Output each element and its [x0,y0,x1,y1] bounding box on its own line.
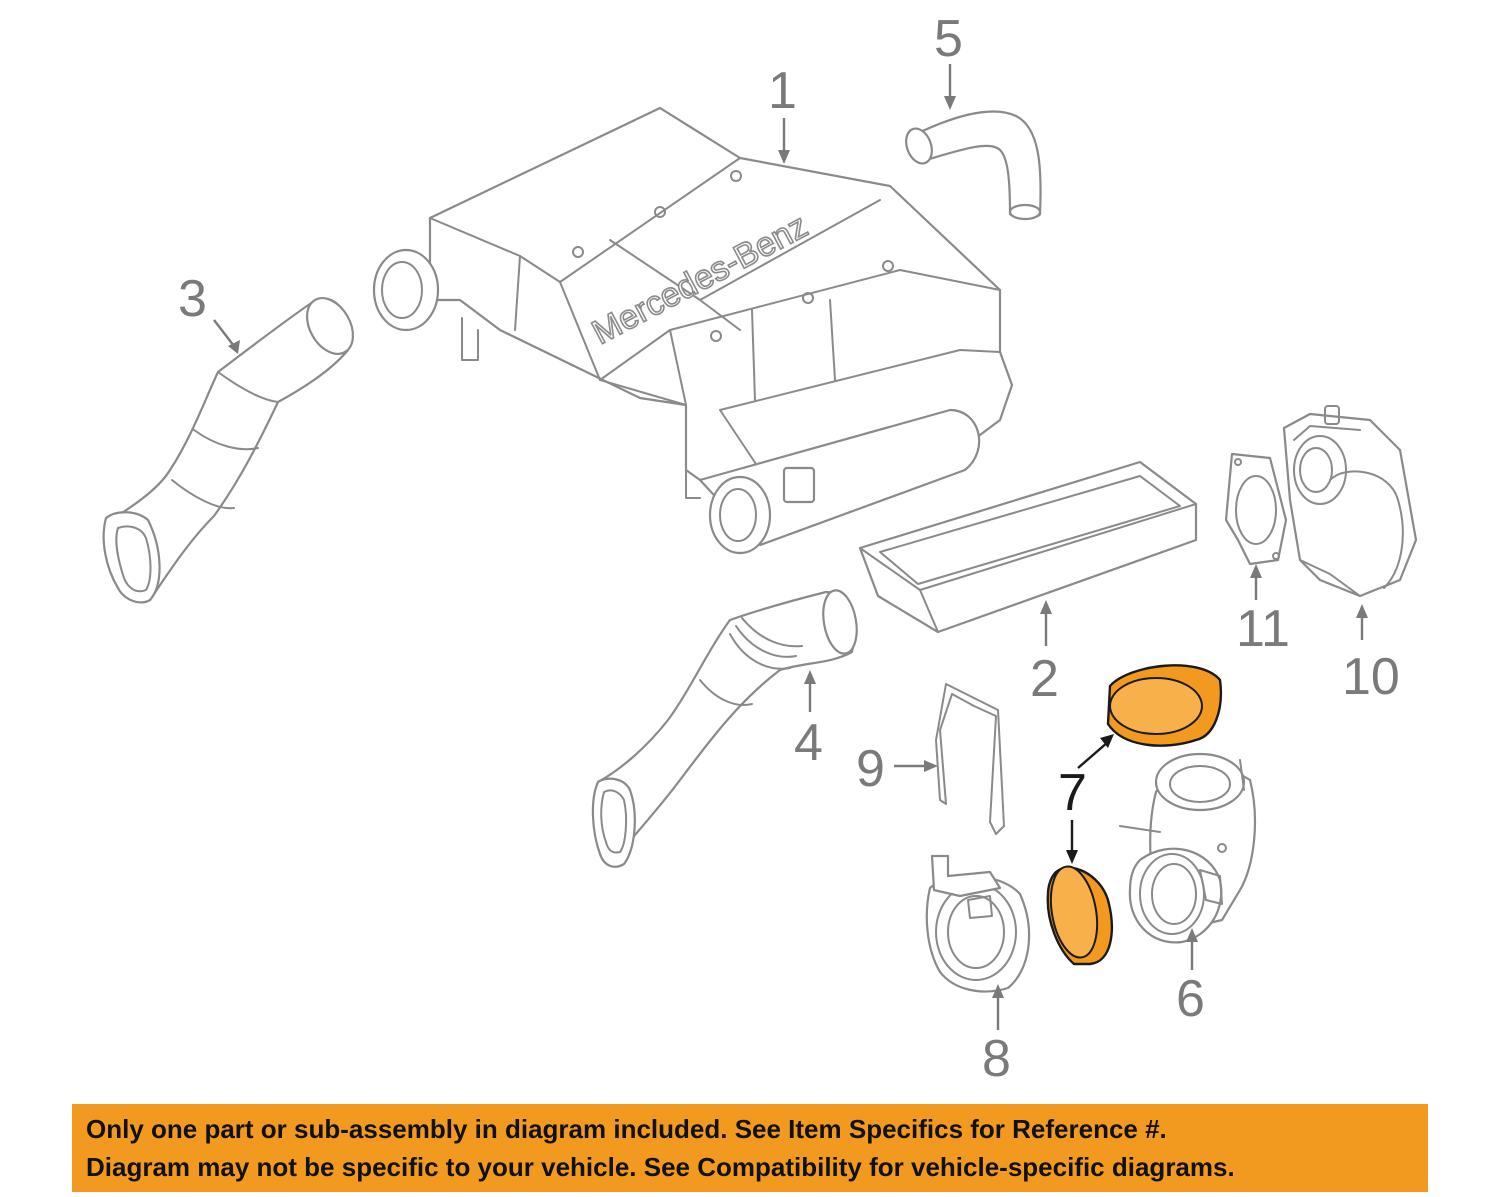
part-9-gasket [935,683,1005,835]
part-2-air-filter [858,460,1198,634]
callout-7: 7 [1058,734,1114,864]
callout-label-7: 7 [1058,764,1087,822]
part-4-intake-duct [591,589,858,868]
callout-3: 3 [178,270,240,354]
callout-6: 6 [1176,928,1205,1028]
callout-label-8: 8 [982,1030,1011,1088]
part-6-adapter-housing [1119,752,1257,944]
callout-label-10: 10 [1342,648,1400,706]
callout-5: 5 [934,10,963,110]
callout-label-2: 2 [1030,650,1059,708]
disclaimer-line-1: Only one part or sub-assembly in diagram… [86,1114,1167,1144]
callout-4: 4 [794,670,823,772]
callout-label-6: 6 [1176,970,1205,1028]
disclaimer-banner: Only one part or sub-assembly in diagram… [72,1104,1428,1192]
parts-diagram: Mercedes-Benz [102,10,1418,1088]
part-7-seal-rings [1046,664,1223,966]
part-1-air-cleaner-housing: Mercedes-Benz [372,106,1014,555]
part-3-intake-duct [102,297,355,604]
disclaimer-line-2: Diagram may not be specific to your vehi… [86,1152,1235,1182]
part-11-gasket [1224,452,1288,566]
callout-8: 8 [982,984,1011,1088]
part-10-throttle-body [1282,405,1418,598]
callout-label-1: 1 [768,62,797,120]
callout-label-5: 5 [934,10,963,68]
callout-1: 1 [768,62,797,164]
callout-2: 2 [1030,600,1059,708]
callout-label-9: 9 [856,740,885,798]
part-5-hose [905,110,1042,221]
callout-label-4: 4 [794,714,823,772]
callout-label-11: 11 [1236,600,1290,658]
callout-11: 11 [1236,564,1290,658]
part-8-airflow-sensor [925,854,1031,993]
callout-9: 9 [856,740,938,798]
callout-label-3: 3 [178,270,207,328]
callout-10: 10 [1342,604,1400,706]
